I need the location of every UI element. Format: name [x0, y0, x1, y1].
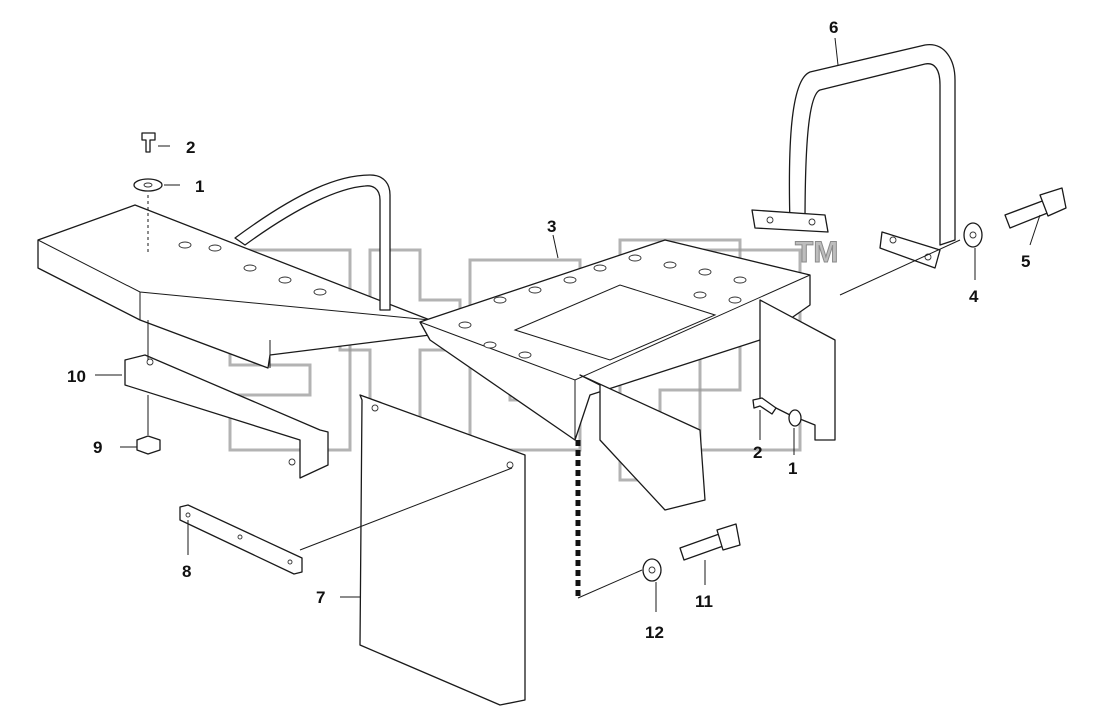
callout-1-top-left: 1 [195, 177, 204, 196]
lower-support-frame [579, 374, 706, 511]
bolt-2-left [141, 132, 156, 153]
plate-holes [178, 241, 747, 359]
strip-8-hole-c [287, 559, 293, 565]
bolt-11 [679, 523, 741, 561]
callout-4: 4 [969, 287, 979, 306]
callout-12: 12 [645, 623, 664, 642]
callout-2-right: 2 [753, 443, 762, 462]
watermark-tm: TM [795, 236, 838, 269]
bolt-2-right [752, 397, 777, 415]
grab-handle [751, 44, 956, 269]
callout-1-right: 1 [788, 459, 797, 478]
mud-flap-hole-a [371, 404, 379, 412]
bracket-10 [124, 354, 329, 479]
left-rail-bar [234, 174, 391, 311]
nut-9 [136, 435, 161, 455]
washer-1-left-hole [143, 182, 153, 188]
mud-flap-hole-b [506, 461, 514, 469]
watermark-letter-p [618, 238, 742, 482]
callout-8: 8 [182, 562, 191, 581]
strip-8 [179, 504, 303, 575]
central-step-plate [419, 239, 811, 441]
washer-1-right [788, 409, 802, 427]
callout-7: 7 [316, 588, 325, 607]
callout-5: 5 [1021, 252, 1030, 271]
bolt-5 [1004, 187, 1067, 229]
callout-6: 6 [829, 18, 838, 37]
callout-9: 9 [93, 438, 102, 457]
strip-8-hole-b [237, 534, 243, 540]
strip-8-hole-a [185, 512, 191, 518]
washer-12-hole [648, 566, 656, 574]
left-step-plate [37, 204, 431, 369]
callout-3: 3 [547, 217, 556, 236]
callout-2-top-left: 2 [186, 138, 195, 157]
mud-flap-7 [359, 394, 526, 706]
bracket-10-hole-a [146, 358, 154, 366]
callout-10: 10 [67, 367, 86, 386]
bracket-10-hole-b [288, 458, 296, 466]
leader-lines [95, 37, 1041, 612]
washer-4-hole [969, 231, 977, 239]
callout-11: 11 [695, 592, 713, 611]
watermark-letter-d [698, 248, 802, 452]
